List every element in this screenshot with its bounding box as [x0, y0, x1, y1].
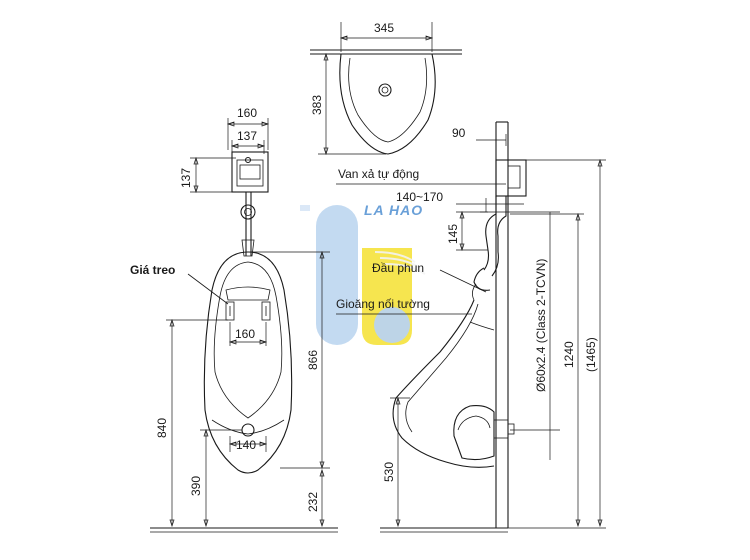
dim-137-width: 137 [237, 129, 257, 143]
side-view [336, 121, 606, 533]
watermark-text: LA HAO [364, 202, 424, 218]
top-view [310, 22, 462, 156]
front-view [150, 118, 338, 533]
label-van-xa: Van xả tự động [338, 167, 419, 181]
dim-383: 383 [310, 95, 324, 115]
dim-140-bottom: 140 [236, 438, 256, 452]
dim-232: 232 [306, 492, 320, 512]
label-dau-phun: Đầu phun [372, 261, 424, 275]
dim-866: 866 [306, 350, 320, 370]
dim-1240: 1240 [562, 341, 576, 368]
dim-160-mid: 160 [235, 327, 255, 341]
watermark-circle [374, 307, 410, 343]
label-pipe-spec: Ø60x2.4 (Class 2-TCVN) [534, 259, 548, 392]
label-gia-treo: Giá treo [130, 263, 175, 277]
watermark-blue-bar [316, 205, 358, 345]
dim-345: 345 [374, 21, 394, 35]
dim-90: 90 [452, 126, 466, 140]
dim-530: 530 [382, 462, 396, 482]
dim-1465: (1465) [584, 337, 598, 372]
dim-145: 145 [446, 224, 460, 244]
dim-160-top: 160 [237, 106, 257, 120]
label-gioang: Gioăng nối tường [336, 297, 430, 311]
dim-390: 390 [189, 476, 203, 496]
dim-137-height: 137 [179, 168, 193, 188]
dim-140-170: 140~170 [396, 190, 443, 204]
dim-840: 840 [155, 418, 169, 438]
